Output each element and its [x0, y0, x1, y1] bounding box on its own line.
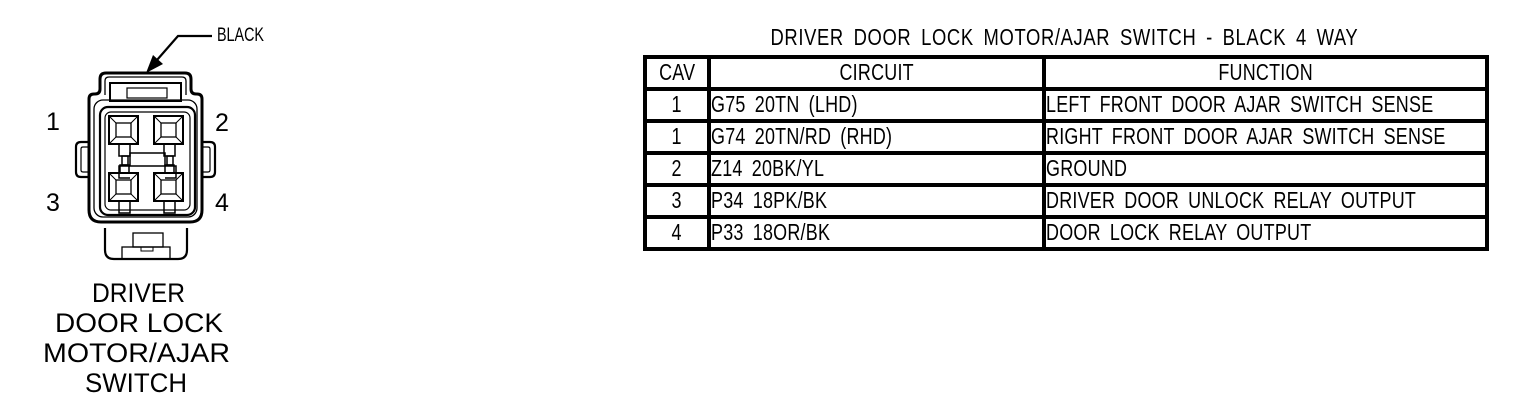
header-label: FUNCTION — [1218, 59, 1313, 85]
function-cell: RIGHT FRONT DOOR AJAR SWITCH SENSE — [1042, 119, 1489, 155]
function-value: RIGHT FRONT DOOR AJAR SWITCH SENSE — [1046, 123, 1446, 149]
cav-cell: 4 — [643, 215, 711, 251]
table-row: 3 P34 18PK/BK DRIVER DOOR UNLOCK RELAY O… — [643, 183, 1489, 219]
pin-label-2: 2 — [215, 109, 229, 137]
header-row: CAV CIRCUIT FUNCTION — [643, 55, 1489, 91]
circuit-value: G75 20TN (LHD) — [711, 91, 858, 117]
table-row: 1 G74 20TN/RD (RHD) RIGHT FRONT DOOR AJA… — [643, 119, 1489, 155]
circuit-value: Z14 20BK/YL — [711, 155, 825, 181]
circuit-value: P33 18OR/BK — [711, 219, 831, 245]
circuit-value: P34 18PK/BK — [711, 187, 828, 213]
cav-value: 2 — [671, 155, 683, 181]
cav-cell: 3 — [643, 183, 711, 219]
circuit-cell: P33 18OR/BK — [707, 215, 1046, 251]
cav-value: 1 — [671, 123, 683, 149]
caption-line: DOOR LOCK — [55, 308, 223, 338]
connector-diagram: BLACK 1 2 3 4 DRIVER DOOR LOCK MOTOR/AJA… — [43, 25, 264, 398]
cav-cell: 1 — [643, 87, 711, 123]
caption-line: MOTOR/AJAR — [43, 338, 230, 368]
pin-label-1: 1 — [46, 108, 60, 136]
header-label: CAV — [658, 59, 696, 85]
table-row: 2 Z14 20BK/YL GROUND — [643, 151, 1489, 187]
table-title: DRIVER DOOR LOCK MOTOR/AJAR SWITCH - BLA… — [643, 26, 1485, 50]
cav-value: 1 — [671, 91, 683, 117]
circuit-cell: G75 20TN (LHD) — [707, 87, 1046, 123]
header-cell-function: FUNCTION — [1042, 55, 1489, 91]
connector-color-label: BLACK — [217, 25, 264, 46]
pin-numbers: 1 2 3 4 — [46, 108, 229, 217]
circuit-value: G74 20TN/RD (RHD) — [711, 123, 893, 149]
function-value: DOOR LOCK RELAY OUTPUT — [1046, 219, 1312, 245]
circuit-cell: P34 18PK/BK — [707, 183, 1046, 219]
circuit-cell: G74 20TN/RD (RHD) — [707, 119, 1046, 155]
cav-cell: 2 — [643, 151, 711, 187]
black-label-arrow — [146, 34, 212, 73]
table-title-text: DRIVER DOOR LOCK MOTOR/AJAR SWITCH - BLA… — [770, 24, 1358, 50]
function-cell: GROUND — [1042, 151, 1489, 187]
cav-value: 3 — [671, 187, 683, 213]
header-cell-cav: CAV — [643, 55, 711, 91]
table-row: 4 P33 18OR/BK DOOR LOCK RELAY OUTPUT — [643, 215, 1489, 251]
cav-value: 4 — [671, 219, 683, 245]
function-cell: DOOR LOCK RELAY OUTPUT — [1042, 215, 1489, 251]
caption-line: SWITCH — [85, 368, 187, 398]
function-value: LEFT FRONT DOOR AJAR SWITCH SENSE — [1046, 91, 1434, 117]
cav-cell: 1 — [643, 119, 711, 155]
table-row: 1 G75 20TN (LHD) LEFT FRONT DOOR AJAR SW… — [643, 87, 1489, 123]
pin-label-3: 3 — [46, 189, 60, 217]
function-cell: DRIVER DOOR UNLOCK RELAY OUTPUT — [1042, 183, 1489, 219]
connector-cavity — [98, 105, 197, 217]
function-cell: LEFT FRONT DOOR AJAR SWITCH SENSE — [1042, 87, 1489, 123]
connector-shell — [74, 71, 217, 261]
header-label: CIRCUIT — [839, 59, 914, 85]
pinout-table: CAV CIRCUIT FUNCTION 1 G75 20TN (LHD) LE… — [643, 55, 1489, 251]
function-value: GROUND — [1046, 155, 1128, 181]
circuit-cell: Z14 20BK/YL — [707, 151, 1046, 187]
header-cell-circuit: CIRCUIT — [707, 55, 1046, 91]
function-value: DRIVER DOOR UNLOCK RELAY OUTPUT — [1046, 187, 1417, 213]
figure-caption: DRIVER DOOR LOCK MOTOR/AJAR SWITCH — [43, 278, 230, 398]
pin-label-4: 4 — [215, 189, 229, 217]
caption-line: DRIVER — [92, 278, 185, 308]
